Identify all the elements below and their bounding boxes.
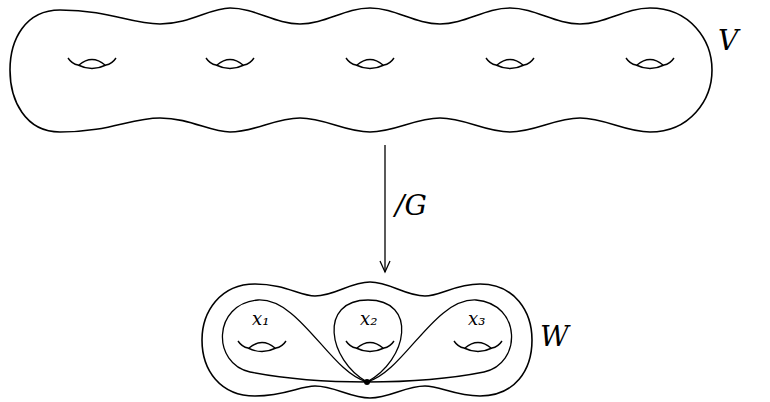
- surface-body: [202, 282, 532, 398]
- hole: [346, 58, 394, 69]
- surface-name: V: [718, 26, 738, 57]
- hole: [454, 341, 502, 352]
- hole: [346, 341, 394, 352]
- hole: [79, 60, 105, 66]
- hole: [486, 58, 534, 69]
- hole: [217, 60, 243, 66]
- quotient-label: /G: [395, 191, 427, 222]
- hole: [497, 60, 523, 66]
- hole: [637, 60, 663, 66]
- quotient-arrow: [380, 145, 390, 272]
- surface-outline: [8, 2, 762, 142]
- loop-label: x₂: [360, 309, 377, 329]
- hole: [68, 58, 116, 69]
- hole: [357, 60, 383, 66]
- hole: [206, 58, 254, 69]
- surface-body: [10, 8, 712, 132]
- loop: [367, 300, 512, 382]
- hole: [238, 341, 286, 352]
- loop-label: x₃: [468, 309, 485, 329]
- hole: [249, 343, 275, 349]
- basepoint: [364, 379, 370, 385]
- loop: [334, 300, 402, 382]
- surface-outline: [198, 276, 578, 402]
- hole: [357, 343, 383, 349]
- hole: [626, 58, 674, 69]
- loop: [222, 300, 367, 382]
- hole: [465, 343, 491, 349]
- loop-label: x₁: [252, 309, 269, 329]
- surface-name: W: [540, 322, 569, 353]
- surface: V: [8, 2, 762, 142]
- surface: W: [198, 276, 578, 402]
